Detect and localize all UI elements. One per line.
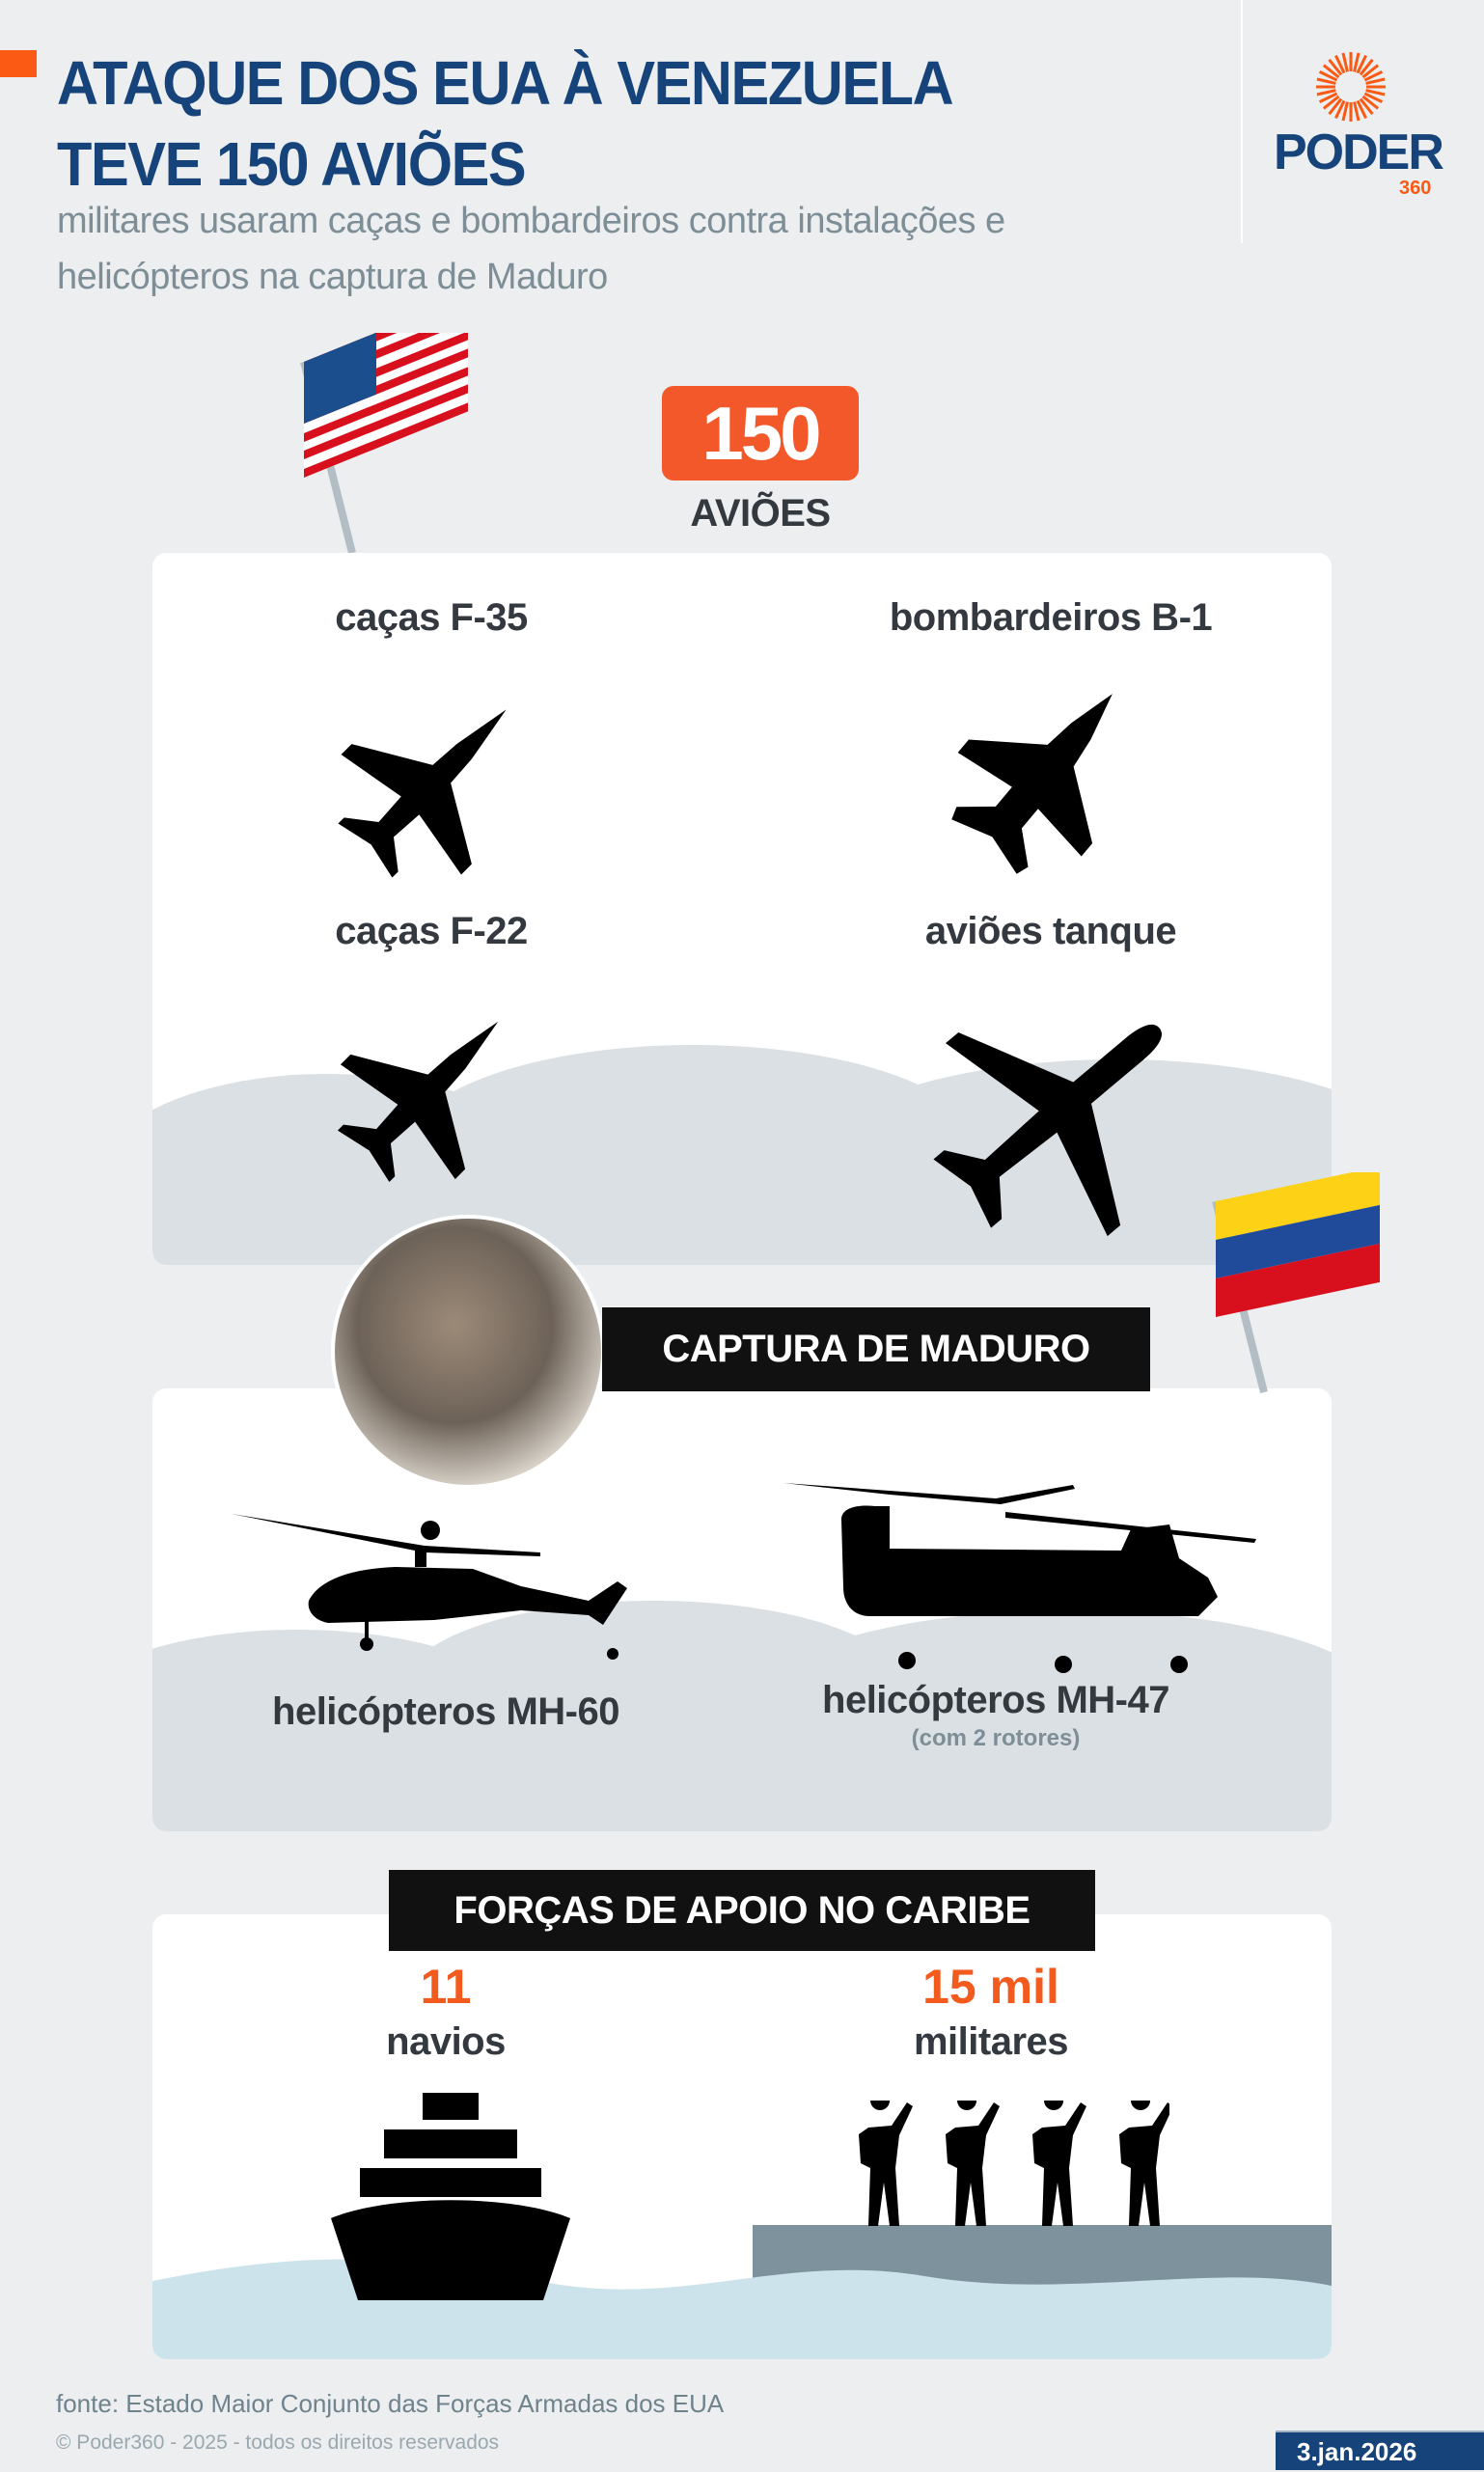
mh47-helicopter-icon bbox=[783, 1483, 1256, 1673]
fighter-jet-icon bbox=[337, 1021, 499, 1183]
us-flag-icon bbox=[300, 333, 468, 554]
label-f22: caças F-22 bbox=[335, 910, 528, 952]
subtitle: militares usaram caças e bombardeiros co… bbox=[57, 201, 1005, 297]
ships-count: 11 bbox=[420, 1960, 472, 2014]
logo-number: 360 bbox=[1399, 178, 1432, 199]
planes-card bbox=[152, 553, 1332, 1265]
troops-count: 15 mil bbox=[922, 1960, 1059, 2014]
fighter-jet-icon bbox=[338, 709, 507, 878]
soldier-icon bbox=[946, 2101, 1000, 2226]
troops-label: militares bbox=[913, 2020, 1069, 2063]
accent-tag bbox=[0, 50, 37, 77]
label-mh60: helicópteros MH-60 bbox=[272, 1690, 619, 1733]
soldier-icon bbox=[1032, 2101, 1086, 2226]
cloud-background bbox=[152, 1045, 1332, 1265]
tanker-plane-icon bbox=[933, 1024, 1162, 1237]
support-title: FORÇAS DE APOIO NO CARIBE bbox=[389, 1870, 1095, 1951]
cloud-background bbox=[152, 1601, 1332, 1831]
label-mh47: helicópteros MH-47 bbox=[822, 1679, 1169, 1721]
planes-total-badge: 150 bbox=[662, 386, 859, 481]
mh60-helicopter-icon bbox=[232, 1514, 627, 1660]
planes-total-label: AVIÕES bbox=[690, 492, 831, 535]
maduro-photo bbox=[331, 1215, 605, 1489]
water-background bbox=[152, 2259, 1332, 2359]
divider bbox=[1241, 0, 1243, 243]
stealth-jet-icon bbox=[951, 694, 1113, 874]
logo-word: PODER bbox=[1274, 124, 1444, 180]
capture-title: CAPTURA DE MADURO bbox=[602, 1307, 1150, 1391]
source-note: fonte: Estado Maior Conjunto das Forças … bbox=[56, 2389, 725, 2418]
ships-label: navios bbox=[386, 2020, 506, 2063]
venezuela-flag-icon bbox=[1212, 1172, 1380, 1393]
label-tanker: aviões tanque bbox=[924, 910, 1177, 952]
label-f35: caças F-35 bbox=[335, 596, 528, 639]
soldier-icon bbox=[859, 2101, 913, 2226]
label-mh47-note: (com 2 rotores) bbox=[911, 1725, 1081, 1751]
soldiers-icon bbox=[859, 2101, 1169, 2226]
copyright: © Poder360 - 2025 - todos os direitos re… bbox=[56, 2431, 500, 2454]
soldier-icon bbox=[1119, 2101, 1169, 2226]
label-b1: bombardeiros B-1 bbox=[889, 596, 1213, 639]
logo-sun-icon bbox=[1316, 52, 1386, 122]
ship-icon bbox=[331, 2093, 570, 2300]
date-badge: 3.jan.2026 bbox=[1276, 2431, 1484, 2470]
